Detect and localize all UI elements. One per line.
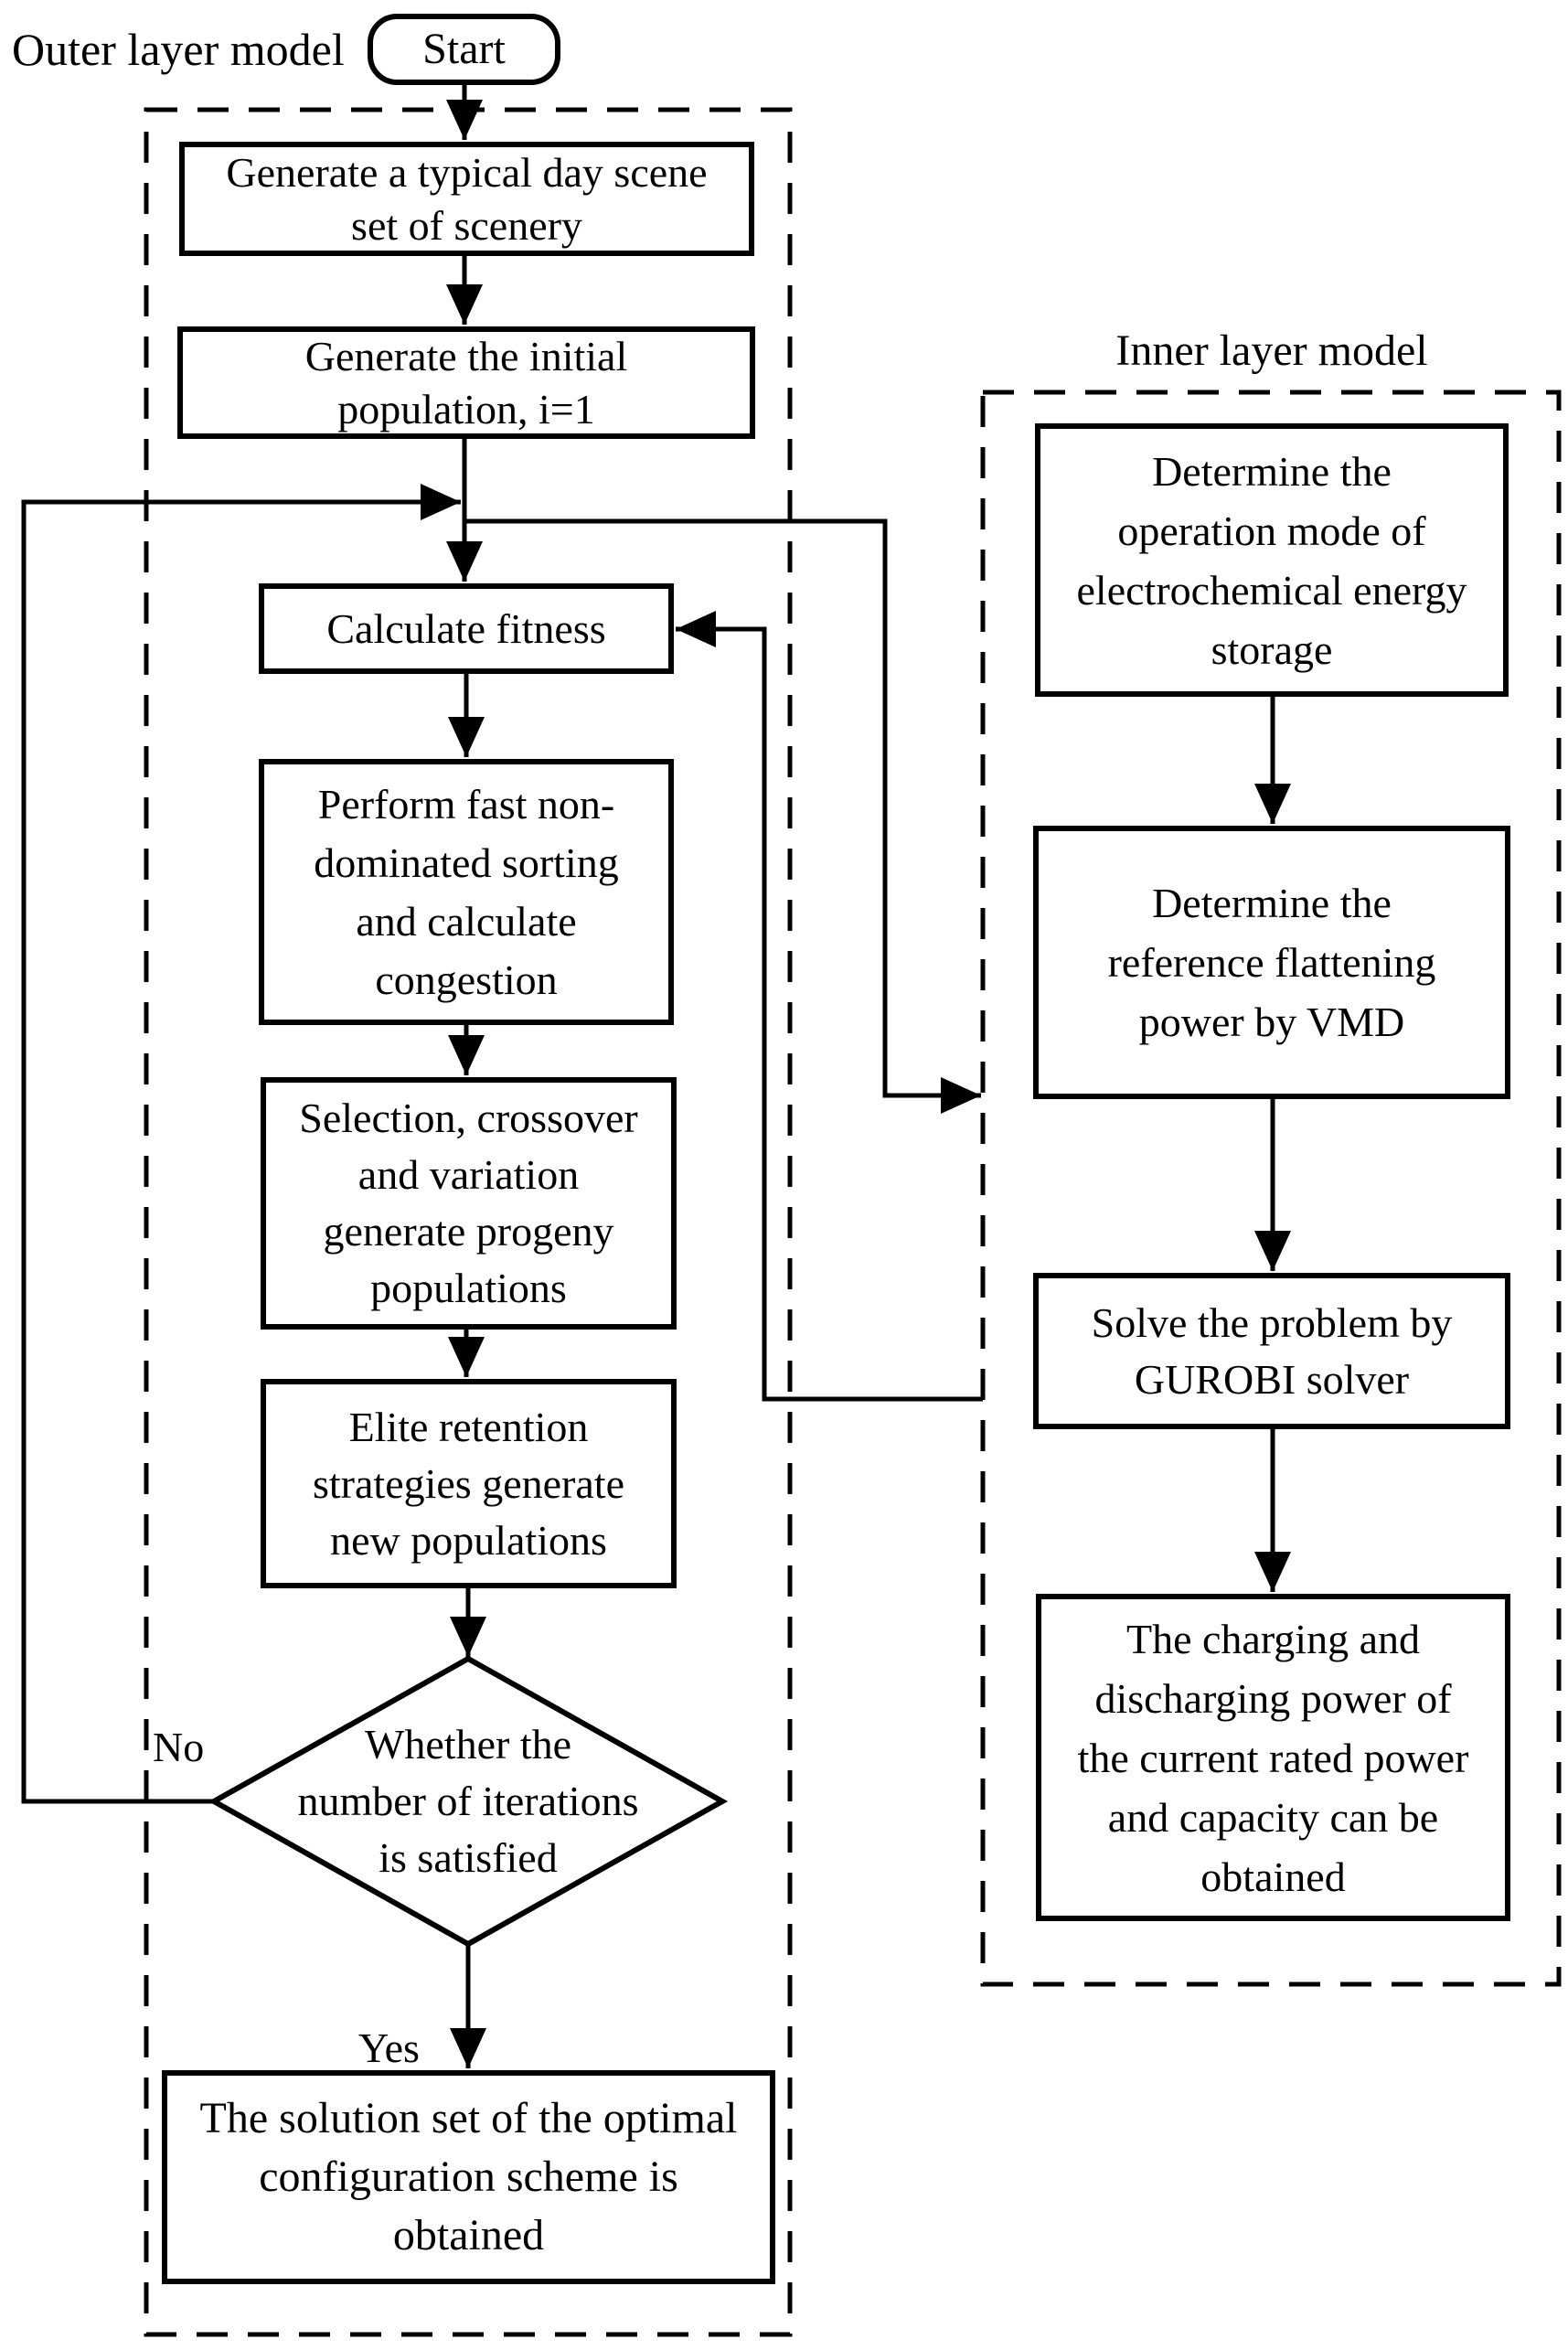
flow-node-mode: Determine the operation mode of electroc… bbox=[1035, 423, 1509, 697]
node-text-line: GUROBI solver bbox=[1134, 1355, 1410, 1403]
node-text-line: number of iterations bbox=[297, 1778, 639, 1824]
edge-inner-return-to-fitness bbox=[676, 611, 983, 1402]
flow-node-vmd: Determine the reference flattening power… bbox=[1033, 826, 1510, 1099]
node-text-line: Elite retention bbox=[348, 1403, 589, 1450]
flow-node-elite: Elite retention strategies generate new … bbox=[261, 1379, 677, 1588]
flow-node-solution: The solution set of the optimal configur… bbox=[162, 2070, 775, 2284]
node-text-line: population, i=1 bbox=[337, 385, 595, 433]
node-text-line: power by VMD bbox=[1138, 999, 1405, 1045]
node-text-line: and calculate bbox=[356, 897, 577, 945]
node-text-line: The solution set of the optimal bbox=[199, 2094, 738, 2142]
node-text-line: Whether the bbox=[364, 1721, 572, 1768]
flow-node-gurobi: Solve the problem by GUROBI solver bbox=[1033, 1273, 1510, 1429]
node-text-line: Selection, crossover bbox=[299, 1095, 638, 1141]
node-text-line: new populations bbox=[330, 1516, 607, 1564]
outer-layer-label: Outer layer model bbox=[12, 24, 345, 75]
node-text-line: and capacity can be bbox=[1107, 1793, 1439, 1841]
flow-node-scene: Generate a typical day scene set of scen… bbox=[179, 142, 754, 256]
node-text-line: storage bbox=[1211, 625, 1333, 673]
node-text-line: obtained bbox=[1200, 1853, 1346, 1900]
flow-node-initpop: Generate the initial population, i=1 bbox=[177, 326, 755, 439]
edge-label-yes: Yes bbox=[358, 2024, 420, 2071]
node-text-line: reference flattening bbox=[1107, 939, 1436, 986]
flow-node-start: Start bbox=[368, 14, 560, 85]
flow-node-fitness: Calculate fitness bbox=[259, 583, 674, 674]
node-text-line: and variation bbox=[357, 1151, 580, 1198]
node-text-line: set of scenery bbox=[351, 201, 582, 249]
node-text-line: strategies generate bbox=[313, 1459, 624, 1507]
inner-layer-label: Inner layer model bbox=[1115, 326, 1428, 375]
flow-node-decision-text: Whether the number of iterations is sati… bbox=[258, 1716, 678, 1886]
edge-outer-to-inner-branch bbox=[466, 518, 981, 1114]
flow-node-sorting: Perform fast non- dominated sorting and … bbox=[259, 759, 674, 1025]
edge-label-no: No bbox=[153, 1724, 205, 1770]
node-text-line: the current rated power bbox=[1077, 1734, 1469, 1781]
node-text-line: dominated sorting bbox=[314, 839, 619, 886]
flow-node-charging: The charging and discharging power of th… bbox=[1036, 1594, 1510, 1921]
node-text-line: Calculate fitness bbox=[326, 604, 606, 652]
node-text-line: Solve the problem by bbox=[1091, 1298, 1453, 1346]
edge-decision-no-loop bbox=[21, 484, 461, 1804]
node-text-line: populations bbox=[370, 1265, 567, 1311]
node-text-line: Generate the initial bbox=[304, 332, 628, 379]
node-text-line: Determine the bbox=[1152, 447, 1392, 495]
inner-dashed-border bbox=[980, 390, 1562, 1987]
flow-node-selection: Selection, crossover and variation gener… bbox=[261, 1077, 677, 1330]
start-label: Start bbox=[422, 25, 506, 73]
node-text-line: generate progeny bbox=[323, 1208, 614, 1255]
node-text-line: configuration scheme is bbox=[259, 2152, 678, 2201]
node-text-line: obtained bbox=[392, 2211, 545, 2259]
node-text-line: Determine the bbox=[1152, 880, 1392, 926]
node-text-line: congestion bbox=[375, 956, 558, 1003]
node-text-line: Perform fast non- bbox=[317, 780, 615, 828]
node-text-line: The charging and bbox=[1125, 1615, 1421, 1662]
node-text-line: is satisfied bbox=[379, 1834, 558, 1881]
node-text-line: operation mode of bbox=[1117, 507, 1426, 554]
node-text-line: Generate a typical day scene bbox=[226, 148, 708, 196]
node-text-line: discharging power of bbox=[1094, 1674, 1452, 1722]
node-text-line: electrochemical energy bbox=[1076, 566, 1467, 614]
